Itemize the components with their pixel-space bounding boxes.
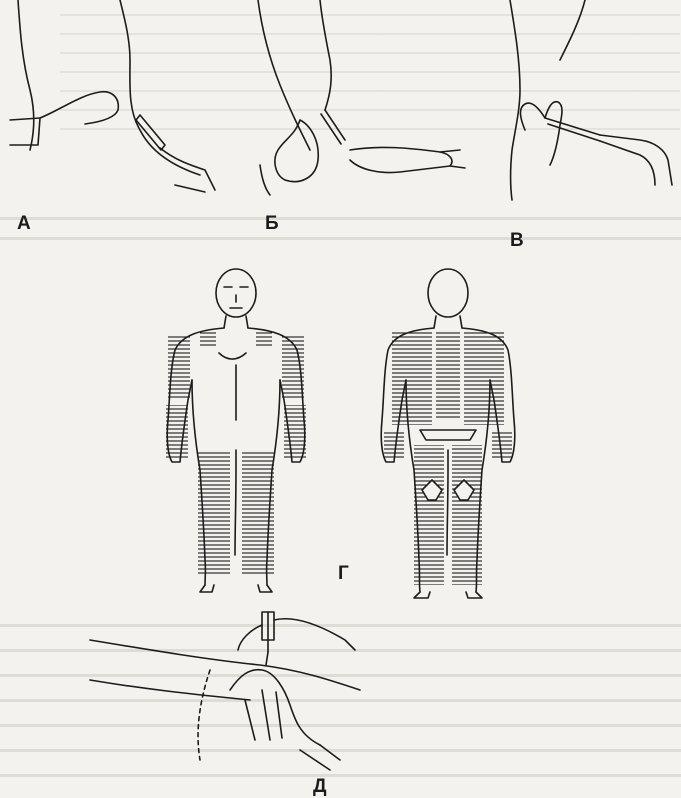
panel-b-drawing (258, 0, 465, 195)
panel-label-a: А (17, 213, 31, 235)
panel-label-b: Б (265, 213, 279, 235)
panel-label-g: Г (338, 563, 349, 585)
panel-label-d: Д (313, 776, 327, 798)
panel-a-drawing (10, 0, 215, 192)
panel-v-drawing (510, 0, 672, 200)
panel-d-drawing (90, 612, 360, 770)
panel-label-v: В (510, 230, 524, 252)
back-body-figure (381, 269, 515, 598)
front-body-figure (166, 269, 306, 592)
